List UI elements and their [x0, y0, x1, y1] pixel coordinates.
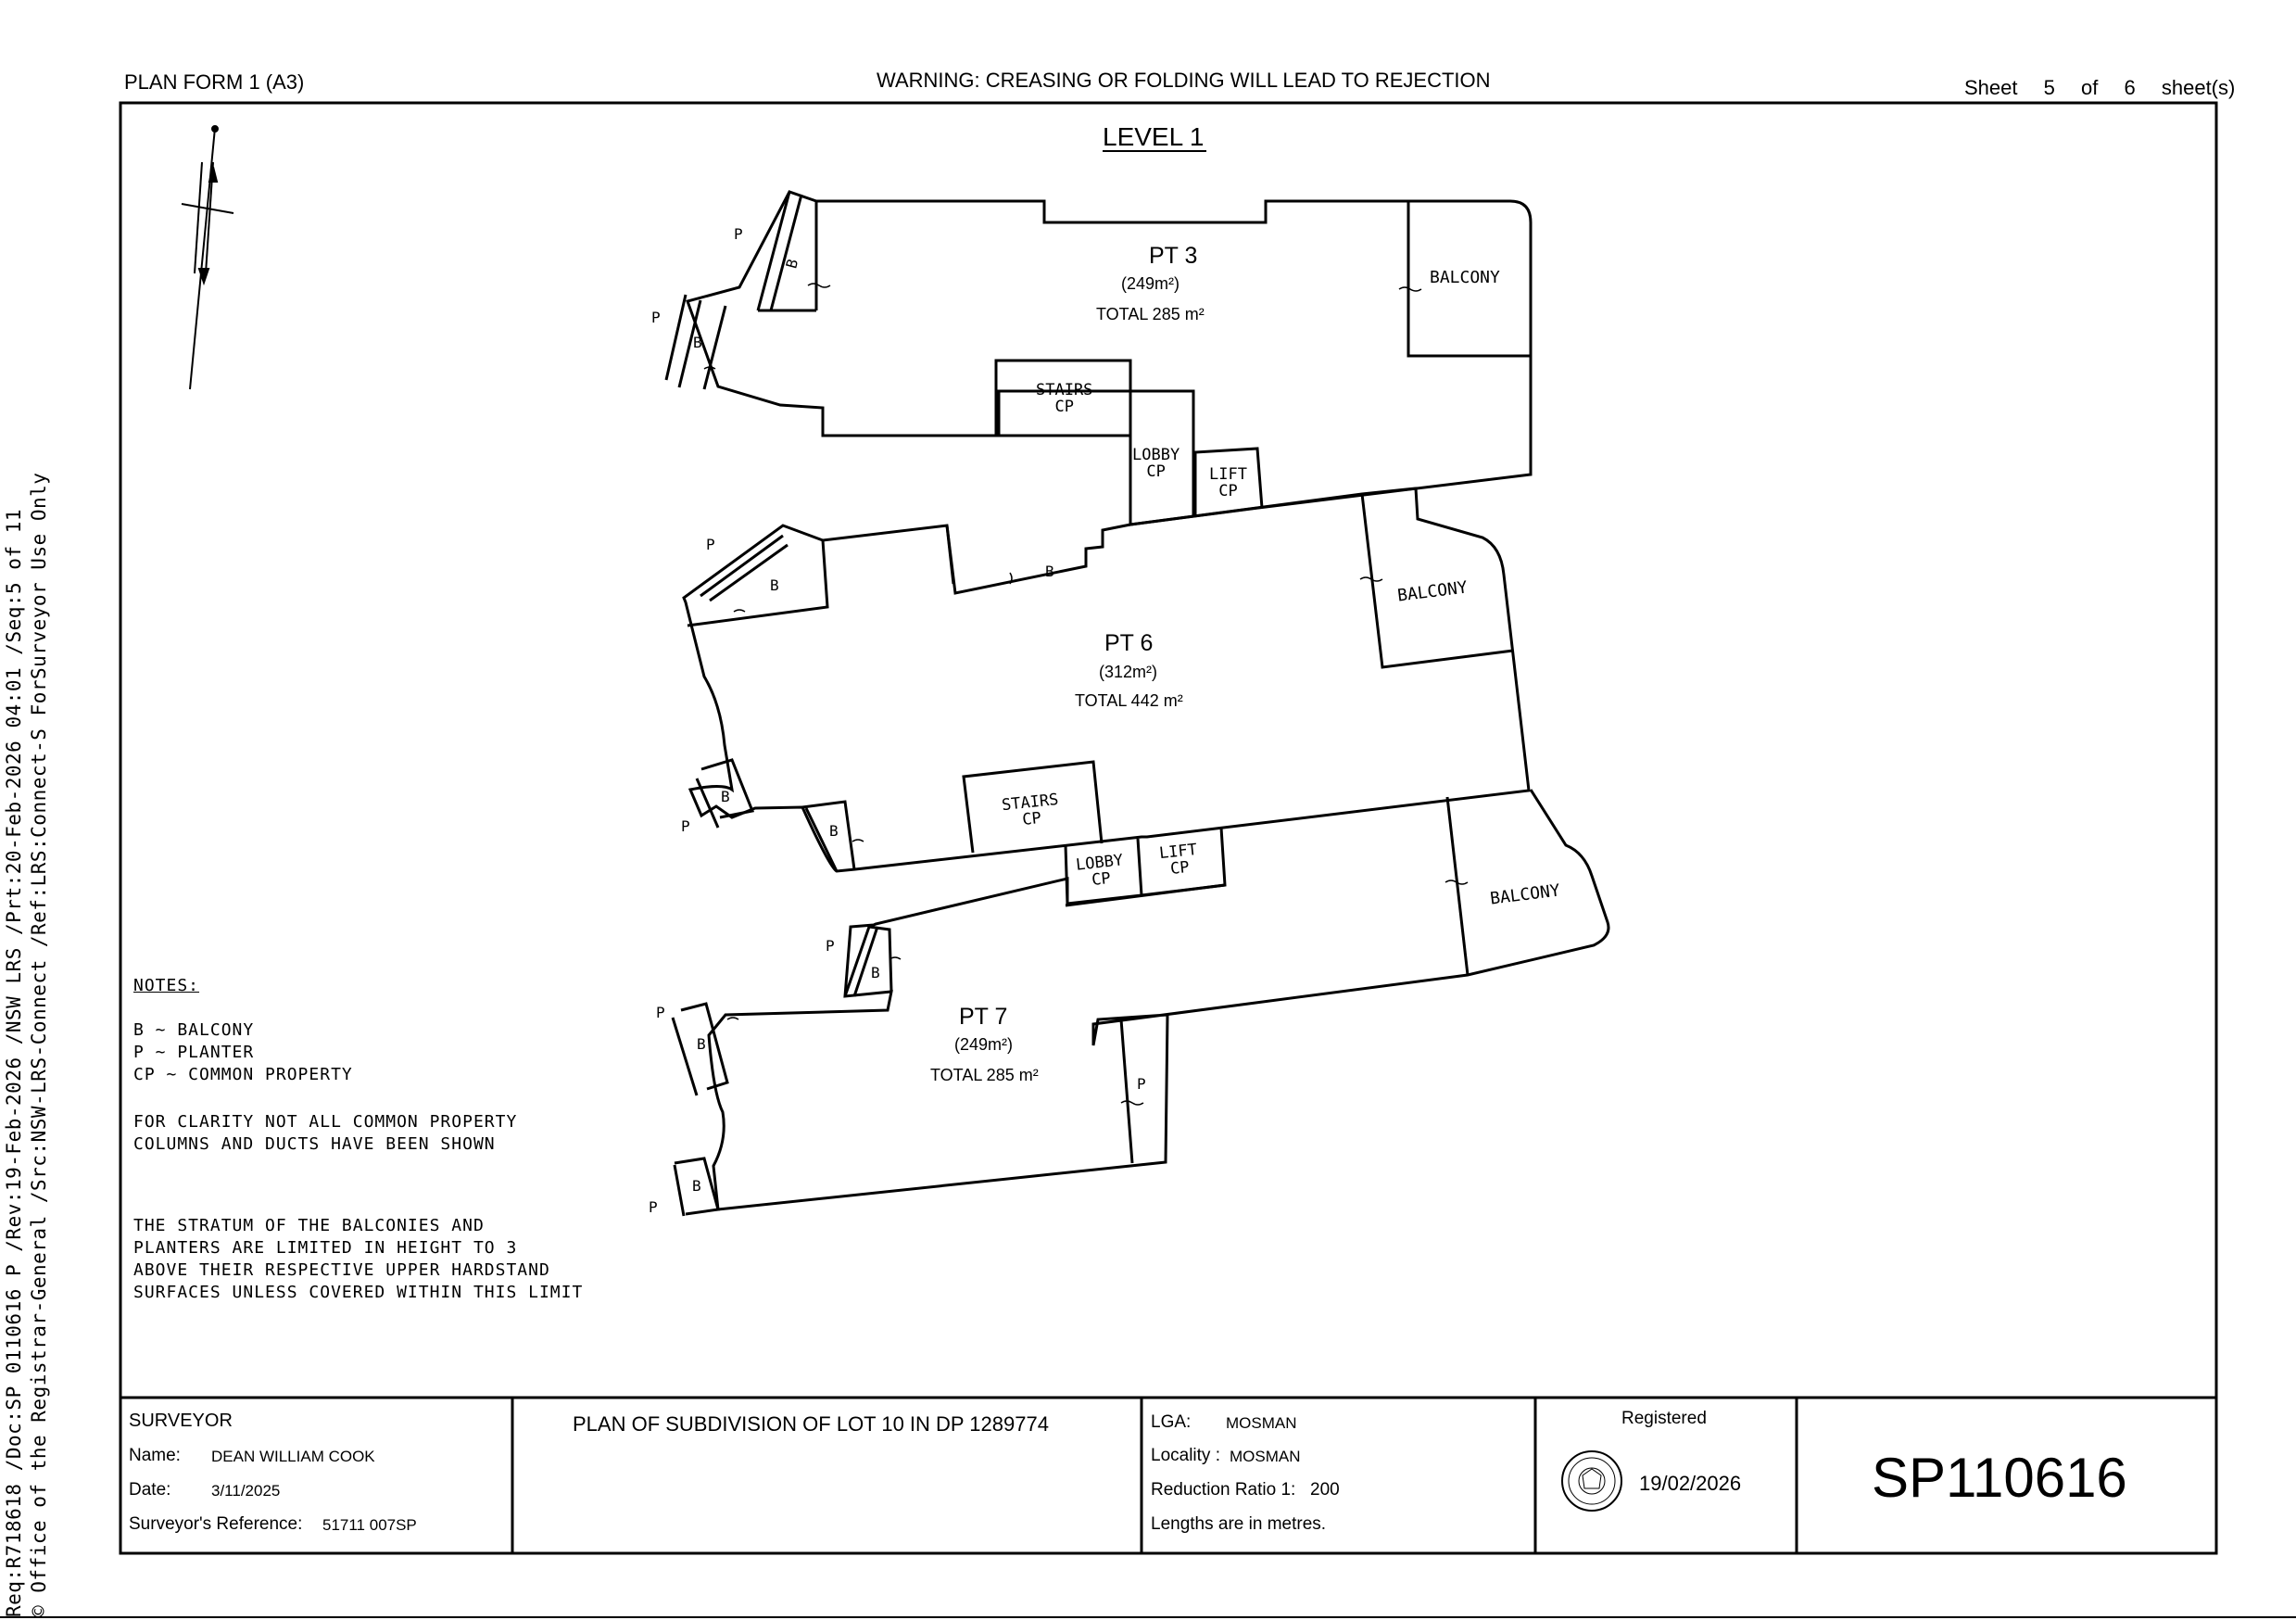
- date-value: 3/11/2025: [211, 1482, 281, 1500]
- registrar-seal-icon: [1561, 1450, 1622, 1512]
- lga-value: MOSMAN: [1226, 1414, 1297, 1432]
- sheet-number: 5: [2043, 76, 2055, 99]
- pt7-name: PT 7: [959, 1004, 1008, 1030]
- sheet-total: 6: [2124, 76, 2136, 99]
- p-label: P: [706, 536, 715, 553]
- b-label: B: [871, 964, 880, 981]
- surveyor-reference-value: 51711 007SP: [322, 1516, 417, 1534]
- surveyor-reference-label: Surveyor's Reference:: [129, 1514, 303, 1534]
- b-label: B: [693, 334, 702, 351]
- pt7-area: (249m²): [954, 1035, 1014, 1054]
- pt7-total: TOTAL 285 m²: [930, 1066, 1039, 1084]
- b-label: B: [770, 576, 779, 594]
- pt6-name: PT 6: [1104, 630, 1154, 656]
- note-legend-1: B ~ BALCONY: [133, 1020, 255, 1040]
- name-value: DEAN WILLIAM COOK: [211, 1448, 375, 1465]
- b-label: B: [692, 1177, 701, 1195]
- notes-heading: NOTES:: [133, 976, 200, 995]
- note-stratum-1: THE STRATUM OF THE BALCONIES AND: [133, 1216, 485, 1235]
- north-arrow-icon: [181, 125, 234, 390]
- p-label: P: [656, 1004, 665, 1021]
- of-label: of: [2081, 76, 2099, 99]
- registered-label: Registered: [1621, 1409, 1707, 1428]
- note-legend-2: P ~ PLANTER: [133, 1043, 255, 1062]
- date-label: Date:: [129, 1480, 171, 1500]
- note-stratum-3: ABOVE THEIR RESPECTIVE UPPER HARDSTAND: [133, 1260, 550, 1280]
- plan-title: PLAN OF SUBDIVISION OF LOT 10 IN DP 1289…: [573, 1412, 1049, 1436]
- registered-date: 19/02/2026: [1639, 1472, 1742, 1495]
- b-label: B: [1045, 563, 1054, 580]
- note-legend-3: CP ~ COMMON PROPERTY: [133, 1065, 353, 1084]
- note-clarity-1: FOR CLARITY NOT ALL COMMON PROPERTY: [133, 1112, 518, 1132]
- surveyor-heading: SURVEYOR: [129, 1411, 233, 1431]
- p-label: P: [734, 225, 743, 243]
- sheet-indicator: Sheet 5 of 6 sheet(s): [1964, 76, 2235, 100]
- b-label: B: [721, 788, 730, 805]
- plan-form-label: PLAN FORM 1 (A3): [124, 70, 305, 94]
- reduction-ratio-label: Reduction Ratio 1:: [1151, 1480, 1296, 1500]
- pt7-outline: [707, 789, 1610, 1211]
- p-label: P: [651, 309, 661, 326]
- plan-number: SP110616: [1872, 1447, 2127, 1509]
- lengths-note: Lengths are in metres.: [1151, 1514, 1327, 1534]
- note-stratum-4: SURFACES UNLESS COVERED WITHIN THIS LIMI…: [133, 1283, 584, 1302]
- p-label: P: [681, 817, 690, 835]
- note-stratum-2: PLANTERS ARE LIMITED IN HEIGHT TO 3: [133, 1238, 518, 1258]
- lga-label: LGA:: [1151, 1412, 1192, 1432]
- locality-value: MOSMAN: [1230, 1448, 1301, 1465]
- pt6-outline: [682, 487, 1531, 873]
- reduction-ratio-value: 200: [1310, 1480, 1340, 1500]
- pt3-outline: [686, 190, 1533, 526]
- p-label: P: [649, 1198, 658, 1216]
- sheets-label: sheet(s): [2161, 76, 2236, 99]
- b-label: B: [829, 822, 839, 840]
- sheet-border: [119, 101, 2218, 1555]
- pt3-name: PT 3: [1149, 243, 1198, 269]
- note-clarity-2: COLUMNS AND DUCTS HAVE BEEN SHOWN: [133, 1134, 496, 1154]
- pt6-total: TOTAL 442 m²: [1075, 691, 1183, 710]
- pt3-area: (249m²): [1121, 274, 1180, 293]
- sheet-label: Sheet: [1964, 76, 2018, 99]
- pt3-total: TOTAL 285 m²: [1096, 305, 1205, 323]
- b-label: B: [697, 1035, 706, 1053]
- notes-block: NOTES: B ~ BALCONY P ~ PLANTER CP ~ COMM…: [133, 975, 583, 1304]
- pt6-area: (312m²): [1099, 663, 1158, 681]
- locality-label: Locality :: [1151, 1446, 1220, 1465]
- warning-text: WARNING: CREASING OR FOLDING WILL LEAD T…: [877, 69, 1491, 92]
- p-label: P: [1137, 1075, 1146, 1093]
- name-label: Name:: [129, 1446, 181, 1465]
- balcony-label-pt3: BALCONY: [1430, 268, 1500, 287]
- p-label: P: [826, 937, 835, 955]
- level-title: LEVEL 1: [1103, 122, 1205, 151]
